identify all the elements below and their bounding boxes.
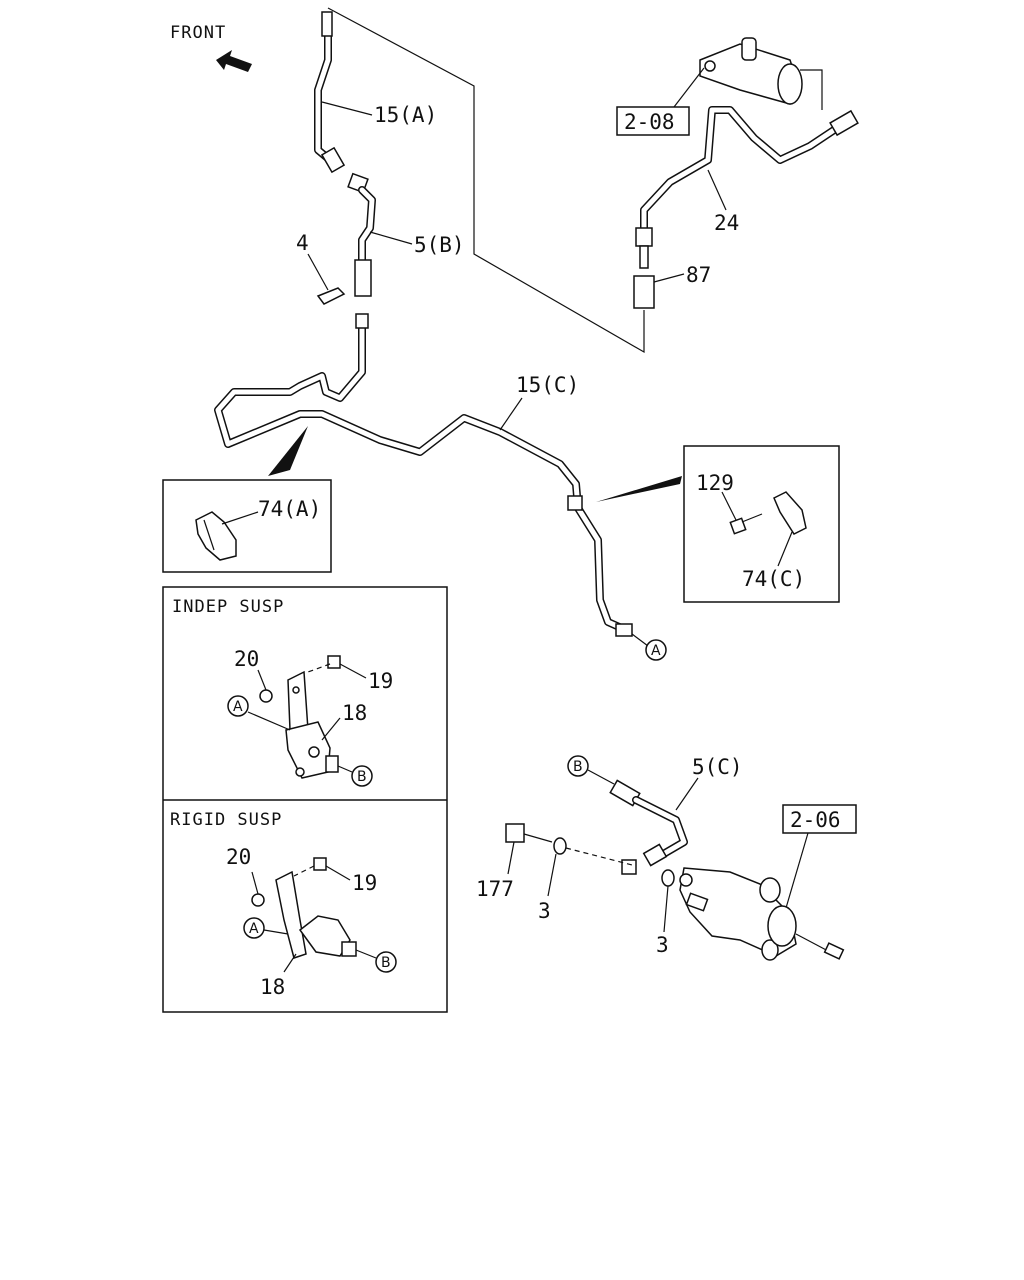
clip-74c bbox=[773, 491, 807, 535]
ref-2-06: 2-06 bbox=[790, 808, 841, 832]
bolt-177 bbox=[505, 823, 553, 843]
indep-connector-b bbox=[351, 765, 373, 787]
rigid-connector-b-label: B bbox=[381, 955, 391, 971]
label-129: 129 bbox=[696, 471, 734, 495]
hose-5c bbox=[609, 779, 688, 875]
ref-box-2-06 bbox=[782, 804, 857, 834]
label-74c: 74(C) bbox=[742, 567, 805, 591]
pipe-15c bbox=[214, 313, 633, 637]
label-4: 4 bbox=[296, 231, 309, 255]
rigid-label-20: 20 bbox=[226, 845, 251, 869]
ref-box-2-08 bbox=[616, 106, 690, 136]
clip-74a bbox=[195, 511, 237, 561]
leader-line-top bbox=[327, 7, 645, 354]
front-label: FRONT bbox=[170, 23, 226, 43]
label-15a: 15(A) bbox=[374, 103, 437, 127]
rigid-bolt-19 bbox=[293, 857, 327, 877]
rigid-connector-a-label: A bbox=[249, 921, 259, 937]
ref-2-08: 2-08 bbox=[624, 110, 675, 134]
label-87: 87 bbox=[686, 263, 711, 287]
connector-a-main bbox=[645, 639, 667, 661]
master-cylinder bbox=[699, 37, 803, 105]
indep-bracket-18 bbox=[285, 670, 339, 779]
indep-nut-20 bbox=[259, 689, 273, 703]
pointer-74a bbox=[268, 426, 308, 476]
rigid-label-18: 18 bbox=[260, 975, 285, 999]
pipe-15a bbox=[314, 11, 346, 174]
hose-5b bbox=[347, 172, 376, 297]
connector-a-main-label: A bbox=[651, 643, 661, 659]
label-5c: 5(C) bbox=[692, 755, 743, 779]
indep-bolt-19 bbox=[307, 655, 341, 673]
clip-4 bbox=[316, 287, 346, 305]
label-24: 24 bbox=[714, 211, 739, 235]
connector-b-hose-label: B bbox=[573, 759, 583, 775]
fitting-87 bbox=[633, 245, 655, 309]
indep-connector-a-label: A bbox=[233, 699, 243, 715]
rigid-susp-title: RIGID SUSP bbox=[170, 810, 282, 830]
indep-label-20: 20 bbox=[234, 647, 259, 671]
label-177: 177 bbox=[476, 877, 514, 901]
connector-b-hose bbox=[567, 755, 589, 777]
detail-box-74a bbox=[162, 479, 332, 573]
indep-susp-title: INDEP SUSP bbox=[172, 597, 284, 617]
pointer-74c bbox=[596, 476, 682, 502]
indep-connector-a bbox=[227, 695, 249, 717]
washer-3a bbox=[553, 837, 567, 855]
indep-connector-b-label: B bbox=[357, 769, 367, 785]
label-3b: 3 bbox=[656, 933, 669, 957]
front-arrow-icon bbox=[216, 50, 252, 72]
label-3a: 3 bbox=[538, 899, 551, 923]
rigid-label-19: 19 bbox=[352, 871, 377, 895]
detail-box-74c bbox=[683, 445, 840, 603]
label-15c: 15(C) bbox=[516, 373, 579, 397]
leader-mc bbox=[800, 69, 823, 110]
washer-3b bbox=[661, 869, 675, 887]
rigid-connector-a bbox=[243, 917, 265, 939]
slave-cylinder bbox=[679, 867, 845, 961]
rigid-bracket-18 bbox=[275, 870, 357, 959]
rigid-connector-b bbox=[375, 951, 397, 973]
label-74a: 74(A) bbox=[258, 497, 321, 521]
indep-label-18: 18 bbox=[342, 701, 367, 725]
bolt-129 bbox=[729, 513, 763, 535]
rigid-nut-20 bbox=[251, 893, 265, 907]
label-5b: 5(B) bbox=[414, 233, 465, 257]
indep-label-19: 19 bbox=[368, 669, 393, 693]
